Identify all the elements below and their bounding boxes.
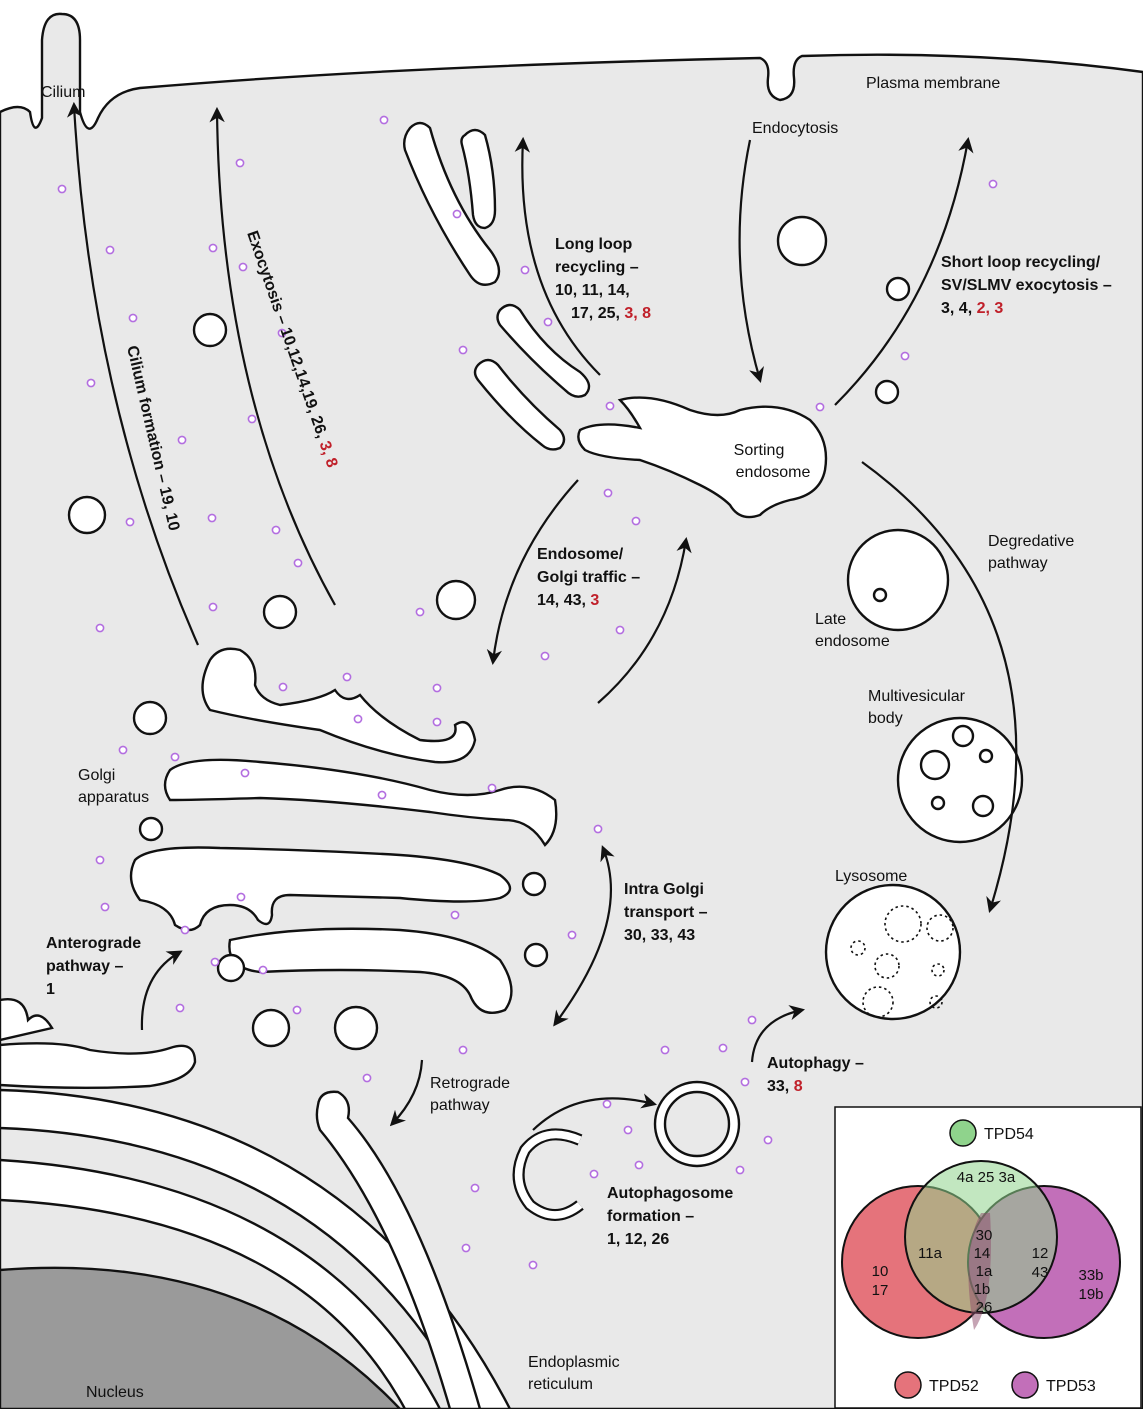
vesicle-dot bbox=[279, 683, 286, 690]
vesicle-dot bbox=[451, 911, 458, 918]
vesicle-dot bbox=[181, 926, 188, 933]
vesicle-dot bbox=[433, 718, 440, 725]
vesicle-dot bbox=[248, 415, 255, 422]
vesicle-dot bbox=[568, 931, 575, 938]
vesicle-dot bbox=[488, 784, 495, 791]
vesicle-dot bbox=[624, 1126, 631, 1133]
vesicle-dot bbox=[272, 526, 279, 533]
vesicle-dot bbox=[594, 825, 601, 832]
vesicle-dot bbox=[208, 514, 215, 521]
vesicle-dot bbox=[96, 624, 103, 631]
vesicle-dot bbox=[294, 559, 301, 566]
vesicle-dot bbox=[719, 1044, 726, 1051]
vesicle-dot bbox=[741, 1078, 748, 1085]
tpd52-swatch bbox=[895, 1372, 921, 1398]
vesicle-dot bbox=[606, 402, 613, 409]
vesicle-dot bbox=[293, 1006, 300, 1013]
venn-legend: TPD54 4a 25 3a 11a 1017 3014 1a1b 26 124… bbox=[835, 1107, 1141, 1408]
vesicle-dot bbox=[119, 746, 126, 753]
vesicle-dot bbox=[106, 246, 113, 253]
vesicle-dot bbox=[343, 673, 350, 680]
vesicle-dot bbox=[378, 791, 385, 798]
vesicle-dot bbox=[126, 518, 133, 525]
tpd53-swatch bbox=[1012, 1372, 1038, 1398]
vesicle-dot bbox=[239, 263, 246, 270]
lysosome-label: Lysosome bbox=[835, 868, 907, 885]
vesicle-dot bbox=[87, 379, 94, 386]
vesicle-dot bbox=[521, 266, 528, 273]
vesicle-dot bbox=[632, 517, 639, 524]
vesicle-dot bbox=[590, 1170, 597, 1177]
vesicle-dot bbox=[237, 893, 244, 900]
cilium-label: Cilium bbox=[41, 84, 85, 101]
endocytosis-label: Endocytosis bbox=[752, 120, 838, 137]
vesicle-dot bbox=[96, 856, 103, 863]
venn-tpd54-only: 4a 25 3a bbox=[957, 1169, 1016, 1186]
vesicle-dot bbox=[529, 1261, 536, 1268]
vesicle-dot bbox=[453, 210, 460, 217]
vesicle-dot bbox=[661, 1046, 668, 1053]
vesicle-dot bbox=[544, 318, 551, 325]
vesicle-dot bbox=[989, 180, 996, 187]
late-endosome bbox=[848, 530, 948, 630]
vesicle-dot bbox=[635, 1161, 642, 1168]
vesicle-dot bbox=[748, 1016, 755, 1023]
vesicle-dot bbox=[604, 489, 611, 496]
vesicle-dot bbox=[209, 603, 216, 610]
vesicle-dot bbox=[171, 753, 178, 760]
plasma-membrane-label: Plasma membrane bbox=[866, 75, 1000, 92]
venn-tpd52-54: 11a bbox=[918, 1245, 943, 1262]
vesicle-dot bbox=[459, 346, 466, 353]
vesicle-dot bbox=[211, 958, 218, 965]
vesicle-dot bbox=[764, 1136, 771, 1143]
vesicle-dot bbox=[58, 185, 65, 192]
vesicle-dot bbox=[541, 652, 548, 659]
vesicle-dot bbox=[380, 116, 387, 123]
er-sheet-1 bbox=[0, 1043, 195, 1087]
vesicle-dot bbox=[416, 608, 423, 615]
vesicle-dot bbox=[241, 769, 248, 776]
vesicle-dot bbox=[433, 684, 440, 691]
vesicle-dot bbox=[236, 159, 243, 166]
vesicle-dot bbox=[901, 352, 908, 359]
tpd53-legend: TPD53 bbox=[1046, 1378, 1096, 1395]
vesicle-dot bbox=[736, 1166, 743, 1173]
vesicle-dot bbox=[129, 314, 136, 321]
tpd54-legend: TPD54 bbox=[984, 1126, 1034, 1143]
venn-all-three: 3014 1a1b 26 bbox=[974, 1227, 995, 1316]
tpd52-legend: TPD52 bbox=[929, 1378, 979, 1395]
vesicle-dot bbox=[816, 403, 823, 410]
tpd54-swatch bbox=[950, 1120, 976, 1146]
vesicle-dot bbox=[178, 436, 185, 443]
vesicle-dot bbox=[459, 1046, 466, 1053]
vesicle-dot bbox=[363, 1074, 370, 1081]
vesicle-dot bbox=[603, 1100, 610, 1107]
nucleus-label: Nucleus bbox=[86, 1384, 144, 1401]
vesicle-dot bbox=[259, 966, 266, 973]
lysosome bbox=[826, 885, 960, 1019]
vesicle-dot bbox=[176, 1004, 183, 1011]
vesicle-dot bbox=[101, 903, 108, 910]
vesicle-dot bbox=[462, 1244, 469, 1251]
vesicle-dot bbox=[471, 1184, 478, 1191]
vesicle-dot bbox=[209, 244, 216, 251]
vesicle-dot bbox=[354, 715, 361, 722]
vesicle-dot bbox=[616, 626, 623, 633]
